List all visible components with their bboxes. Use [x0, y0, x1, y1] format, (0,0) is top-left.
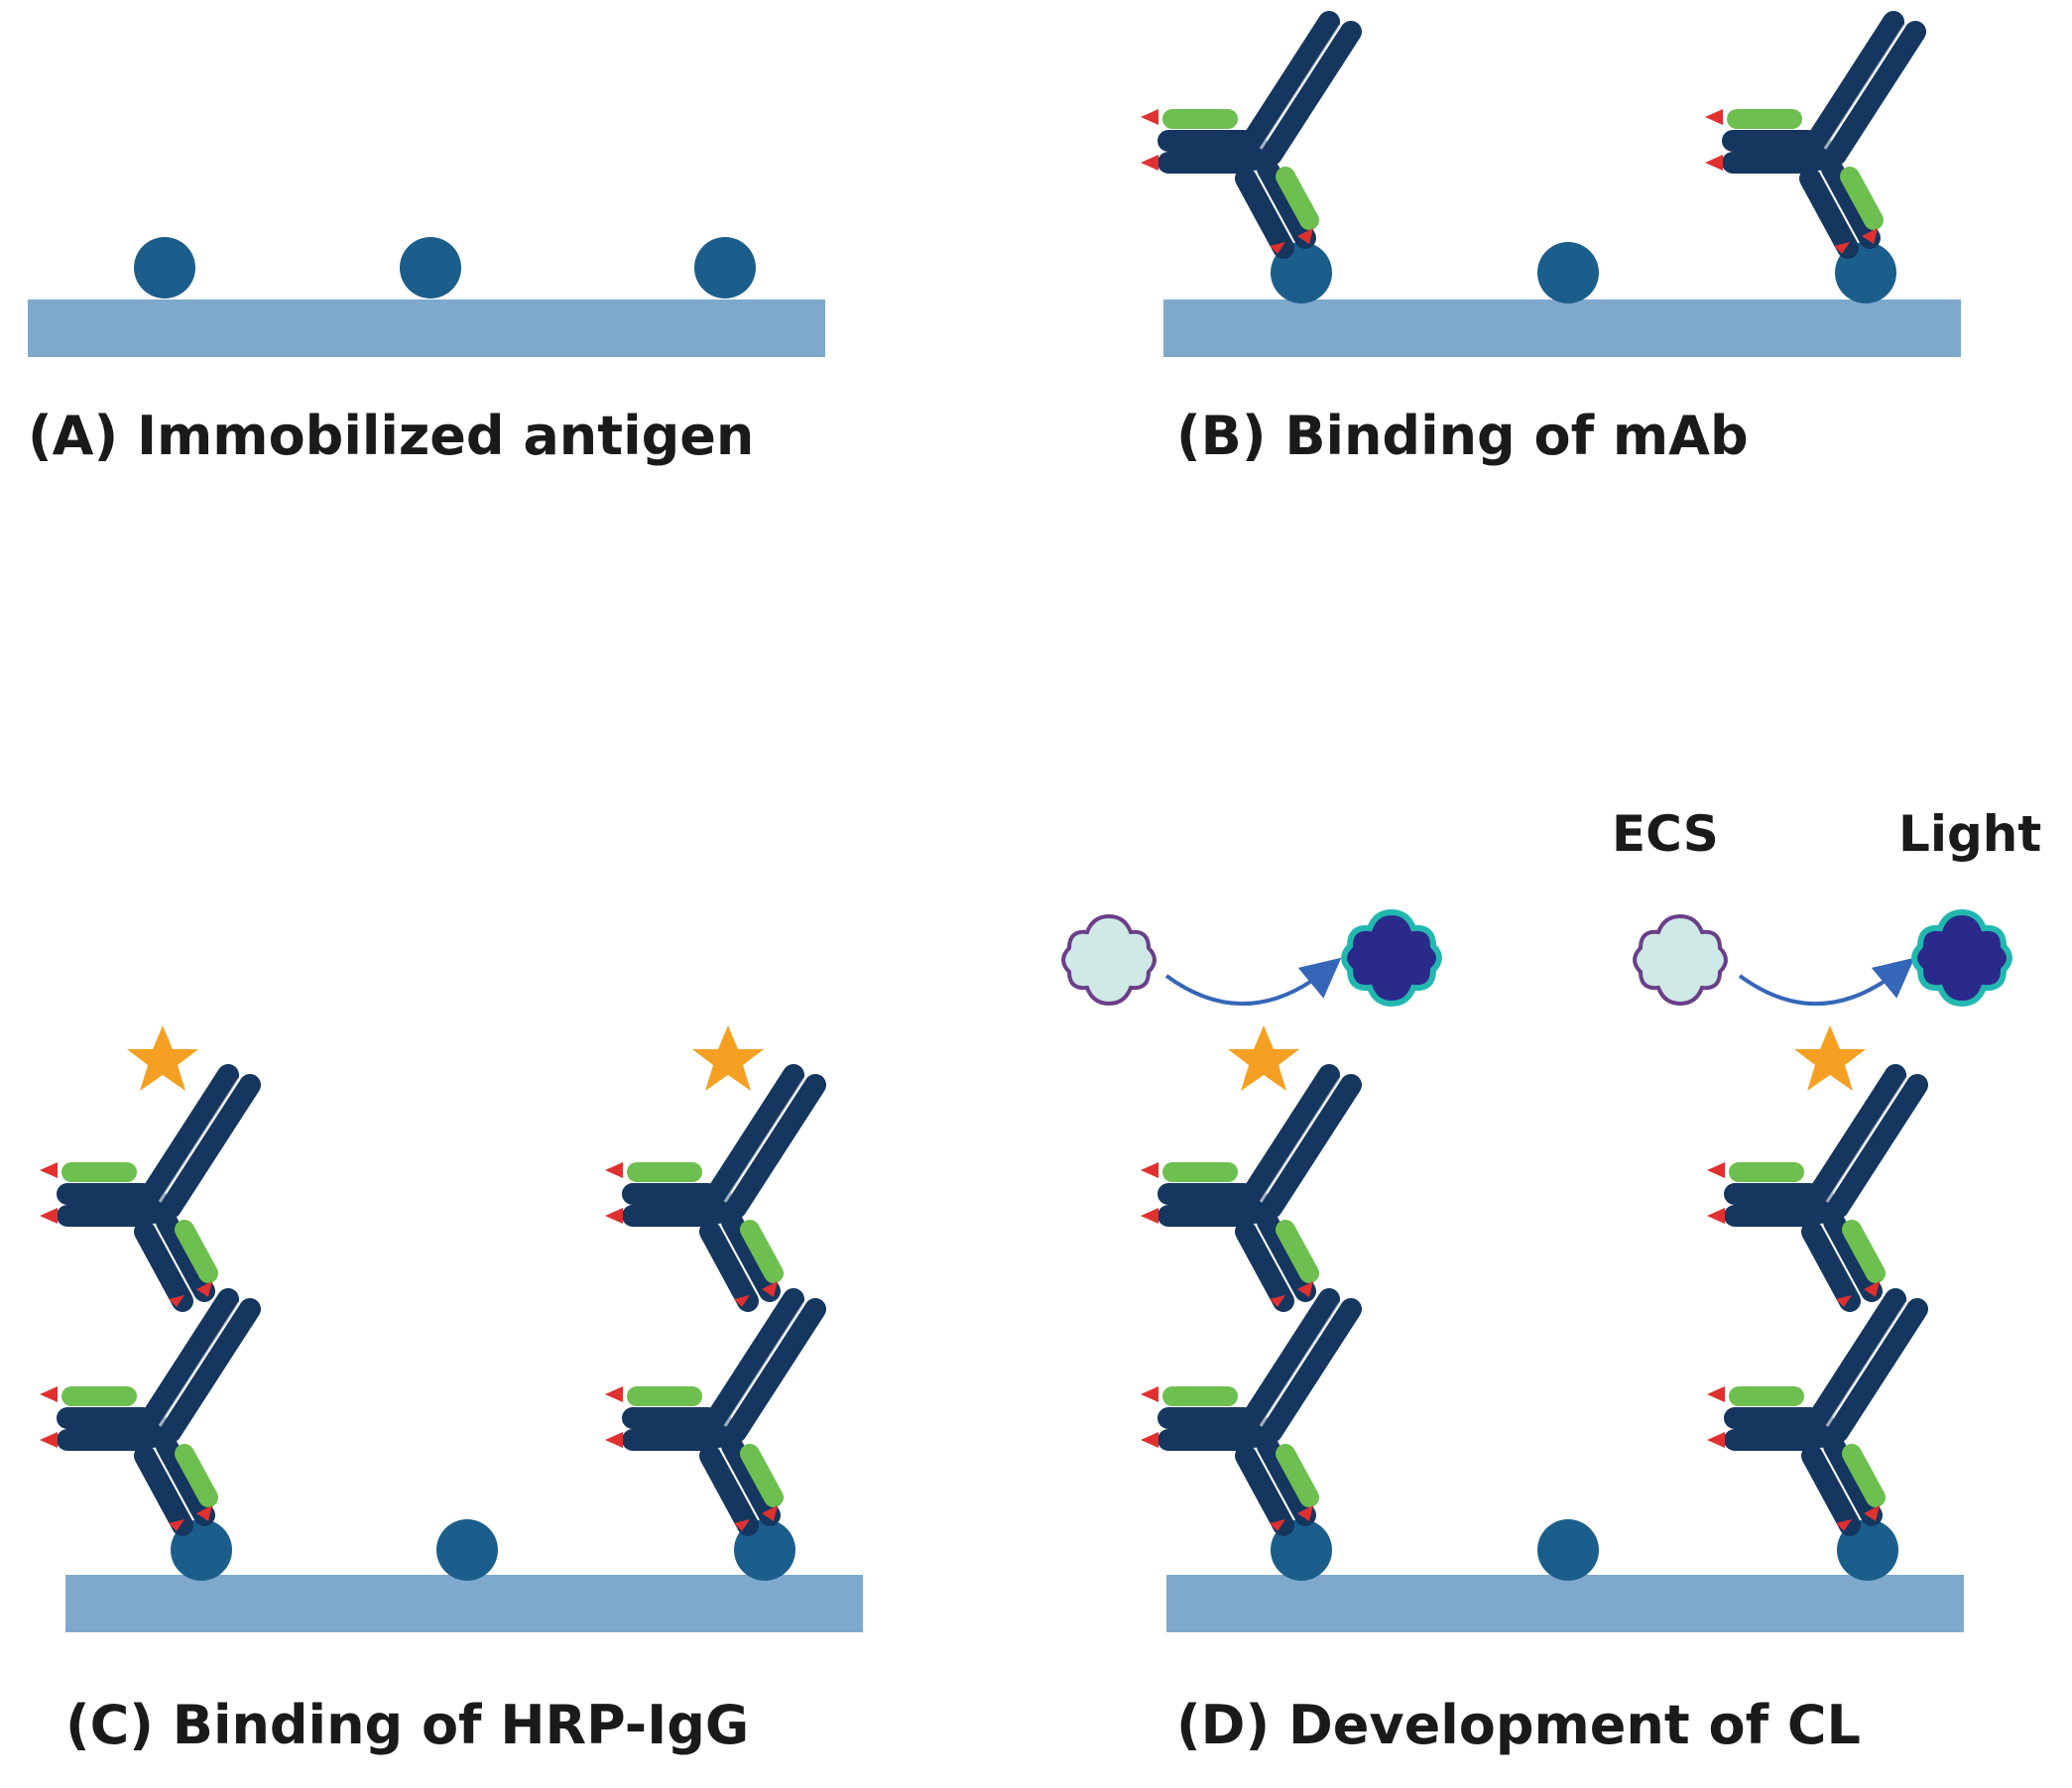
light-label: Light: [1898, 805, 2041, 863]
primary-antibody: [1705, 22, 1915, 254]
panel-b: (B) Binding of mAb: [1141, 22, 1961, 467]
hrp-enzyme-icon: [1794, 1025, 1866, 1091]
panel-d: ECS Light (D) Development of CL: [1061, 805, 2041, 1756]
microplate-surface: [1163, 299, 1961, 357]
substrate-icon: [1633, 914, 1728, 1006]
microplate-surface: [1166, 1575, 1964, 1632]
microplate-surface: [28, 299, 825, 357]
microplate-surface: [65, 1575, 863, 1632]
substrate-icon: [1061, 914, 1157, 1006]
primary-antibody: [1141, 1299, 1351, 1531]
light-emission-icon: [1344, 912, 1439, 1004]
hrp-igg-secondary-antibody: [605, 1075, 815, 1307]
primary-antibody: [605, 1299, 815, 1531]
hrp-enzyme-icon: [692, 1025, 764, 1091]
hrp-igg-secondary-antibody: [40, 1075, 250, 1307]
antigen: [694, 237, 756, 298]
hrp-igg-secondary-antibody: [1141, 1075, 1351, 1307]
antigen: [1537, 242, 1599, 303]
reaction-arrow: [1738, 957, 1915, 1006]
primary-antibody: [1707, 1299, 1917, 1531]
antigen: [436, 1519, 498, 1581]
panel-c: (C) Binding of HRP-IgG: [40, 1025, 863, 1756]
hrp-igg-secondary-antibody: [1707, 1075, 1917, 1307]
antigen: [400, 237, 461, 298]
antigen: [1537, 1519, 1599, 1581]
primary-antibody: [40, 1299, 250, 1531]
antigen: [134, 237, 195, 298]
panel-a-caption: (A) Immobilized antigen: [28, 405, 754, 467]
hrp-enzyme-icon: [1228, 1025, 1299, 1091]
panel-d-caption: (D) Development of CL: [1176, 1694, 1861, 1756]
substrate-label: ECS: [1612, 805, 1719, 863]
light-emission-icon: [1914, 912, 2010, 1004]
panel-a: (A) Immobilized antigen: [28, 237, 825, 467]
hrp-enzyme-icon: [127, 1025, 198, 1091]
reaction-arrow: [1164, 957, 1342, 1006]
panel-c-caption: (C) Binding of HRP-IgG: [65, 1694, 749, 1756]
panel-b-caption: (B) Binding of mAb: [1176, 405, 1749, 467]
primary-antibody: [1141, 22, 1351, 254]
